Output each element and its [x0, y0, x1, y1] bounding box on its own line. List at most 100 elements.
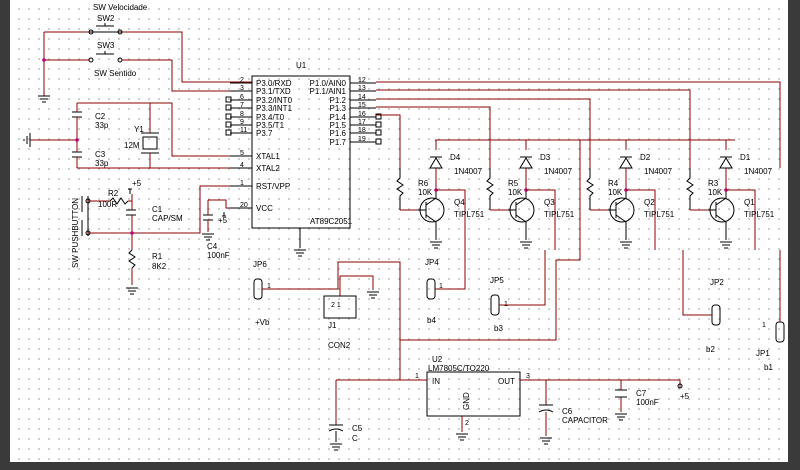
jp1: 1 JP1 b1	[756, 321, 785, 372]
capacitor-c2: C2 33p	[72, 111, 109, 130]
u1-pin-name: XTAL1	[256, 152, 280, 161]
resistor-r1: R1 8K2	[128, 249, 167, 271]
svg-text:J1: J1	[328, 321, 337, 330]
svg-text:CON2: CON2	[328, 341, 351, 350]
schematic-diagram: SW Velocidade SW2 SW3 SW Sentido C2 33p …	[23, 3, 785, 451]
capacitor-c7: C7 100nF	[614, 389, 659, 421]
sw3-name: SW Sentido	[94, 69, 137, 78]
svg-text:GND: GND	[462, 392, 471, 410]
resistor-ref: R5	[508, 179, 519, 188]
diode-symbol	[619, 156, 633, 169]
u1-pin-number: 14	[358, 94, 366, 101]
resistor-value: 10K	[508, 188, 523, 197]
emitter-ground	[429, 241, 443, 249]
u1-pin-name: P1.3	[330, 104, 347, 113]
svg-text:R2: R2	[108, 189, 119, 198]
svg-text:3: 3	[526, 373, 530, 380]
svg-text:1: 1	[762, 322, 766, 329]
driver-stages: D41N4007R610KQ4TIPL751D31N4007R510KQ3TIP…	[396, 140, 775, 250]
sw2-title: SW Velocidade	[93, 3, 148, 12]
u1-pin-number: 12	[358, 77, 366, 84]
svg-text:100R: 100R	[98, 200, 117, 209]
u1-pin-number: 3	[240, 85, 244, 92]
svg-text:Y1: Y1	[134, 125, 144, 134]
jp2: JP2 b2	[706, 278, 724, 354]
svg-text:C5: C5	[352, 424, 363, 433]
u1-pin-name: P1.4	[330, 113, 347, 122]
u1-pin-number: 19	[358, 136, 366, 143]
transistor-value: TIPL751	[454, 210, 485, 219]
diode-value: 1N4007	[544, 167, 573, 176]
svg-text:AT89C2051: AT89C2051	[310, 217, 353, 226]
diode-symbol	[719, 156, 733, 169]
capacitor-c6: C6 CAPACITOR	[538, 404, 608, 445]
jp4: JP4 1 b4	[425, 258, 443, 325]
svg-text:+5: +5	[218, 216, 228, 225]
base-resistor	[586, 168, 594, 210]
svg-text:b4: b4	[427, 316, 436, 325]
sw3-ref: SW3	[97, 41, 115, 50]
diode-ref: D3	[540, 153, 551, 162]
u1-pin-number: 18	[358, 127, 366, 134]
u1-pin-name: P1.6	[330, 129, 347, 138]
u1-pin-number: 11	[240, 127, 247, 134]
svg-text:JP6: JP6	[253, 260, 267, 269]
svg-text:LM7805C/TO220: LM7805C/TO220	[428, 364, 490, 373]
svg-text:SW PUSHBUTTON: SW PUSHBUTTON	[71, 198, 80, 268]
u1-pin-number: 2	[240, 77, 244, 84]
transistor-leads	[608, 190, 627, 240]
svg-text:U1: U1	[296, 61, 307, 70]
u1-pin-number: 5	[240, 150, 244, 157]
unused-pin-marker	[375, 138, 382, 145]
capacitor-c5: C5 C	[328, 424, 363, 451]
svg-text:12M: 12M	[124, 141, 140, 150]
capacitor-c3: C3 33p	[72, 150, 109, 168]
svg-text:+5: +5	[680, 392, 690, 401]
svg-text:IN: IN	[432, 377, 440, 386]
unused-pin-marker	[375, 129, 382, 136]
u1-pin-name: P1.7	[330, 138, 347, 147]
transistor-leads	[708, 190, 727, 240]
u1-pin-name: P3.7	[256, 129, 273, 138]
u1-pin-name: P3.2/INT0	[256, 96, 293, 105]
svg-text:C3: C3	[95, 150, 106, 159]
diode-value: 1N4007	[454, 167, 483, 176]
u1-pin-name: RST/VPP	[256, 182, 290, 191]
svg-text:CAPACITOR: CAPACITOR	[562, 416, 608, 425]
u1-pin-name: P1.2	[330, 96, 347, 105]
u1-pin-name: P1.5	[330, 121, 347, 130]
resistor-value: 10K	[608, 188, 623, 197]
schematic-sheet: SW Velocidade SW2 SW3 SW Sentido C2 33p …	[10, 0, 788, 462]
transistor-value: TIPL751	[644, 210, 675, 219]
resistor-ref: R4	[608, 179, 619, 188]
transistor-value: TIPL751	[544, 210, 575, 219]
transistor-ref: Q4	[454, 198, 465, 207]
emitter-ground	[519, 241, 533, 249]
transistor-ref: Q2	[644, 198, 655, 207]
u1-pin-name: VCC	[256, 204, 273, 213]
resistor-ref: R6	[418, 179, 429, 188]
u1-pin-number: 15	[358, 102, 366, 109]
u2-regulator: U2 LM7805C/TO220 IN OUT GND 1 3 2	[415, 355, 530, 427]
u1-pin-name: P3.5/T1	[256, 121, 285, 130]
u1-pin-name: P3.3/INT1	[256, 104, 293, 113]
u1-pin-number: 7	[240, 102, 244, 109]
resistor-value: 10K	[418, 188, 433, 197]
svg-text:100nF: 100nF	[207, 251, 230, 260]
unused-pin-marker	[375, 121, 382, 128]
svg-text:JP4: JP4	[425, 258, 439, 267]
u1-pin-number: 1	[240, 180, 244, 187]
collector-wire	[526, 189, 556, 250]
unused-pin-marker	[375, 113, 382, 120]
svg-text:JP2: JP2	[710, 278, 724, 287]
u1-pin-name: P1.1/AIN1	[310, 87, 347, 96]
svg-text:100nF: 100nF	[636, 398, 659, 407]
svg-text:OUT: OUT	[498, 377, 515, 386]
base-resistor	[396, 168, 404, 210]
u1-pin-number: 6	[240, 94, 244, 101]
svg-text:b3: b3	[494, 324, 503, 333]
svg-text:R1: R1	[152, 252, 163, 261]
